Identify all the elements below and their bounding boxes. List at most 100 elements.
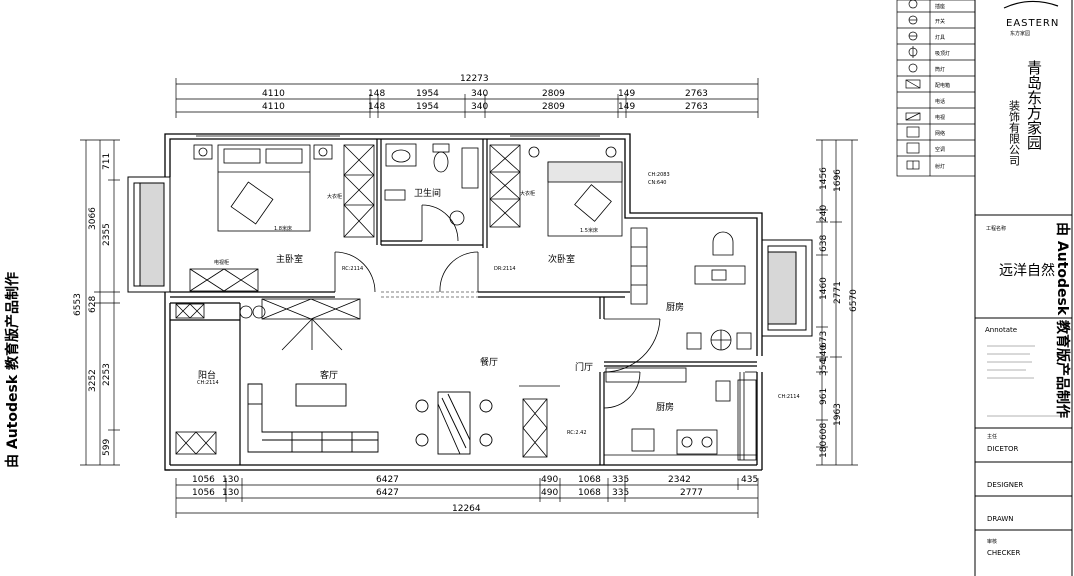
dim-label: 148 <box>368 102 385 112</box>
dim-left-inner-0: 711 <box>102 153 112 170</box>
label-code-mid: DR:2114 <box>494 266 516 272</box>
dim-bottom-row1: 1056 130 6427 490 1068 335 2342 435 <box>192 475 758 485</box>
watermark-right: 由 Autodesk 教育版产品制作 <box>1054 222 1071 418</box>
legend-table <box>896 0 976 177</box>
checker-label: CHECKER <box>987 549 1020 557</box>
dim-label: 335 <box>612 488 629 498</box>
company-name: 青岛东方家园 装饰有限公司 <box>1008 60 1044 166</box>
bathroom-fixtures <box>384 143 479 226</box>
label-bed-1: 1.8米床 <box>274 225 292 232</box>
dim-top-total: 12273 <box>460 74 489 84</box>
legend-label: 电话 <box>935 98 945 105</box>
right-room-fixtures <box>630 227 752 351</box>
dim-label: 148 <box>368 89 385 99</box>
dim-right-inner-4: 673 <box>819 331 829 348</box>
kitchen-fixtures <box>604 367 757 461</box>
dim-left-total: 6553 <box>73 293 83 316</box>
company-name-line1: 青岛东方家园 <box>1025 60 1043 150</box>
dim-right-inner-6: 354 <box>819 359 829 376</box>
label-code-rt1: CH:2083 <box>648 172 670 178</box>
company-name-line2: 装饰有限公司 <box>1008 100 1021 166</box>
doors <box>334 204 757 409</box>
legend-label: 射灯 <box>935 163 945 170</box>
dim-right-outer-0: 1696 <box>833 169 843 192</box>
label-second-bedroom: 次卧室 <box>548 253 575 265</box>
label-code-left: RC:2114 <box>342 266 363 272</box>
dim-left-inner-2: 2253 <box>102 363 112 386</box>
label-balcony: 阳台 <box>198 369 216 381</box>
annotate-label: Annotate <box>985 326 1017 334</box>
bottom-dimensions <box>175 478 759 518</box>
dining-table <box>415 391 493 455</box>
dim-label: 335 <box>612 475 629 485</box>
dim-left-outer-2: 3252 <box>88 369 98 392</box>
dim-label: 2809 <box>542 89 565 99</box>
label-kitchen: 厨房 <box>656 401 674 413</box>
dim-label: 1068 <box>578 488 601 498</box>
dim-right-outer-1: 2771 <box>833 281 843 304</box>
dim-bottom-total: 12264 <box>452 504 481 514</box>
dim-left-inner-1: 2355 <box>102 223 112 246</box>
label-wardrobe-2: 大衣柜 <box>520 190 535 197</box>
dim-label: 2342 <box>668 475 691 485</box>
dim-right-inner-8: 608 <box>819 423 829 440</box>
balcony-fixtures <box>175 303 266 455</box>
top-dimensions <box>175 78 759 118</box>
dim-label: 130 <box>222 475 239 485</box>
label-code-rt2: CN:640 <box>648 180 666 186</box>
dim-label: 149 <box>618 102 635 112</box>
dim-right-total: 6570 <box>849 289 859 312</box>
dim-label: 1056 <box>192 488 215 498</box>
label-bed-2: 1.5米床 <box>580 227 598 234</box>
label-tv-cabinet: 电视柜 <box>214 259 229 266</box>
drawn-label: DRAWN <box>987 515 1014 523</box>
dim-top-row2: 4110 148 1954 340 2809 149 2763 <box>262 102 708 112</box>
legend-labels: 插座 开关 灯具 吸顶灯 筒灯 配电箱 电话 电视 网络 空调 射灯 <box>935 3 950 170</box>
entry-cabinet <box>519 385 560 458</box>
sofa <box>247 383 379 453</box>
label-code-kitchen: CH:2114 <box>778 394 800 400</box>
project-label: 工程名称 <box>986 225 1006 232</box>
dim-label: 6427 <box>376 475 399 485</box>
interior-walls <box>170 139 757 465</box>
director-cn: 主任 <box>987 433 997 440</box>
company-logo: EASTERN 东方家园 <box>1003 0 1059 37</box>
dim-label: 1068 <box>578 475 601 485</box>
legend-label: 吸顶灯 <box>935 50 950 57</box>
dim-right-inner-5: 140 <box>819 345 829 362</box>
dim-left-outer-0: 3066 <box>88 207 98 230</box>
annotate-notes <box>987 345 1065 417</box>
label-living-room: 客厅 <box>320 369 338 381</box>
exterior-walls <box>164 133 763 471</box>
bay-window-left <box>127 176 171 293</box>
label-kitchen-top: 厨房 <box>666 301 684 313</box>
dim-label: 340 <box>471 89 488 99</box>
legend-label: 电视 <box>935 114 945 121</box>
left-dimensions <box>80 139 120 466</box>
dim-label: 130 <box>222 488 239 498</box>
openings <box>381 291 478 298</box>
label-code-balcony: CH:2114 <box>197 380 219 386</box>
label-dining-room: 餐厅 <box>480 356 498 368</box>
dim-top-row1: 4110 148 1954 340 2809 149 2763 <box>262 89 708 99</box>
dim-label: 1056 <box>192 475 215 485</box>
legend-label: 空调 <box>935 146 945 153</box>
master-bed <box>193 144 333 232</box>
dim-label: 2777 <box>680 488 703 498</box>
logo-text: EASTERN <box>1006 18 1059 29</box>
label-code-dining: RC:2.42 <box>567 430 587 436</box>
designer-label: DESIGNER <box>987 481 1023 489</box>
dim-label: 4110 <box>262 89 285 99</box>
watermark-left: 由 Autodesk 教育版产品制作 <box>4 272 21 468</box>
master-wardrobe <box>343 144 375 238</box>
label-master-bedroom: 主卧室 <box>276 253 303 265</box>
legend-label: 筒灯 <box>935 66 945 73</box>
label-wardrobe-1: 大衣柜 <box>327 193 342 200</box>
director-label: DICETOR <box>987 445 1019 453</box>
label-entrance: 门厅 <box>575 361 593 373</box>
dim-right-outer-2: 1963 <box>833 403 843 426</box>
dim-label: 2763 <box>685 102 708 112</box>
dim-right-inner-2: 638 <box>819 235 829 252</box>
dim-label: 490 <box>541 488 558 498</box>
